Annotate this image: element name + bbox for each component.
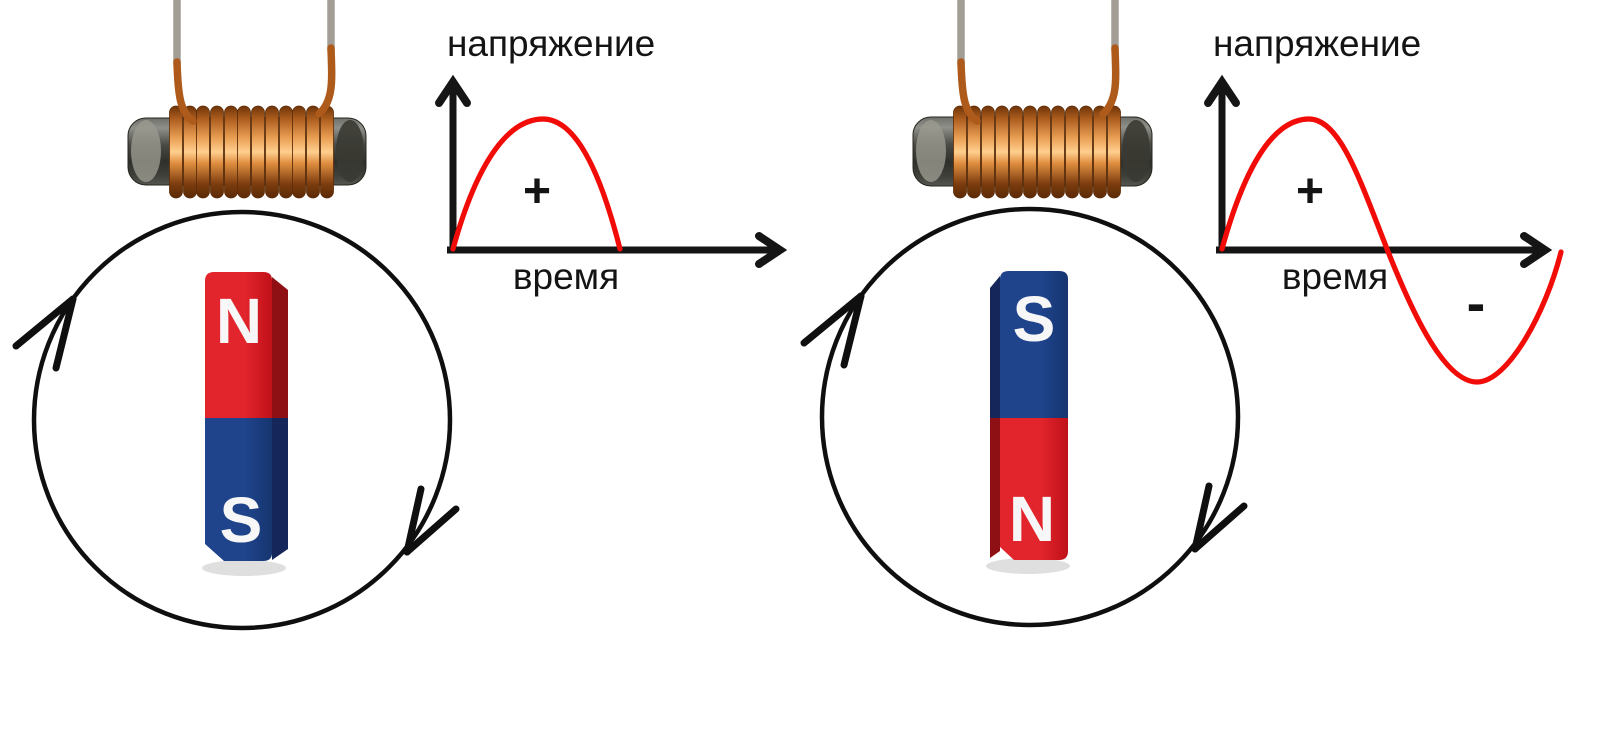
left-x-axis-label: время	[513, 256, 619, 297]
left-magnet-bottom-pole-label: S	[220, 484, 263, 556]
left-panel: напряжение время +	[12, 0, 788, 631]
right-magnet-bottom-pole-label: N	[1009, 483, 1055, 555]
left-magnet-top-pole	[205, 272, 272, 418]
right-coil-core-left-cap	[916, 120, 946, 182]
right-waveform-curve	[1219, 116, 1564, 385]
right-rotation-indicator	[800, 206, 1248, 628]
left-coil-lead-left-copper	[173, 58, 197, 125]
right-coil-core-right-cap	[1122, 120, 1150, 182]
right-rotation-arrow-top-left	[800, 292, 865, 369]
left-coil-core-right-cap	[336, 120, 364, 182]
right-graph-axes	[1204, 74, 1553, 268]
left-voltage-graph: напряжение время +	[435, 23, 788, 297]
right-magnet-top-pole	[1000, 271, 1068, 418]
left-magnet-side-bottom	[272, 418, 288, 560]
left-magnet-shadow	[202, 560, 286, 576]
right-magnet-bottom-pole	[1000, 418, 1068, 560]
left-magnet-side-top	[272, 277, 288, 418]
right-magnet-top-pole-label: S	[1013, 283, 1056, 355]
left-coil-core-left-cap	[131, 120, 161, 182]
left-rotation-circle	[31, 209, 453, 631]
left-y-axis-label: напряжение	[447, 23, 655, 64]
right-magnet-side-bottom	[990, 418, 1000, 558]
left-rotation-indicator	[12, 209, 460, 631]
left-rotation-arrow-top-left	[12, 295, 77, 372]
left-plus-sign-label: +	[523, 165, 551, 218]
right-plus-sign-label: +	[1296, 165, 1324, 218]
left-graph-axes	[435, 74, 788, 268]
left-magnet-bottom-pole	[205, 418, 272, 561]
left-coil-lead-right-copper	[315, 44, 336, 118]
right-magnet-shadow	[986, 558, 1070, 574]
left-bar-magnet: N S	[202, 272, 288, 576]
right-x-axis-label: время	[1282, 256, 1388, 297]
right-coil-lead-right-copper	[1099, 44, 1120, 118]
right-magnet-side-top	[990, 276, 1000, 418]
right-y-axis-label: напряжение	[1213, 23, 1421, 64]
left-rotation-arrow-bottom-right	[403, 485, 460, 556]
right-bar-magnet: S N	[986, 271, 1070, 574]
left-waveform-curve	[450, 116, 623, 252]
right-panel: напряжение время + -	[800, 0, 1564, 628]
left-magnet-top-pole-label: N	[216, 285, 262, 357]
right-coil	[912, 0, 1153, 199]
right-coil-lead-left-copper	[957, 58, 981, 125]
left-coil	[127, 0, 367, 199]
right-rotation-arrow-bottom-right	[1191, 482, 1248, 553]
right-minus-sign-label: -	[1467, 271, 1486, 334]
right-rotation-circle	[819, 206, 1241, 628]
right-voltage-graph: напряжение время + -	[1204, 23, 1564, 385]
